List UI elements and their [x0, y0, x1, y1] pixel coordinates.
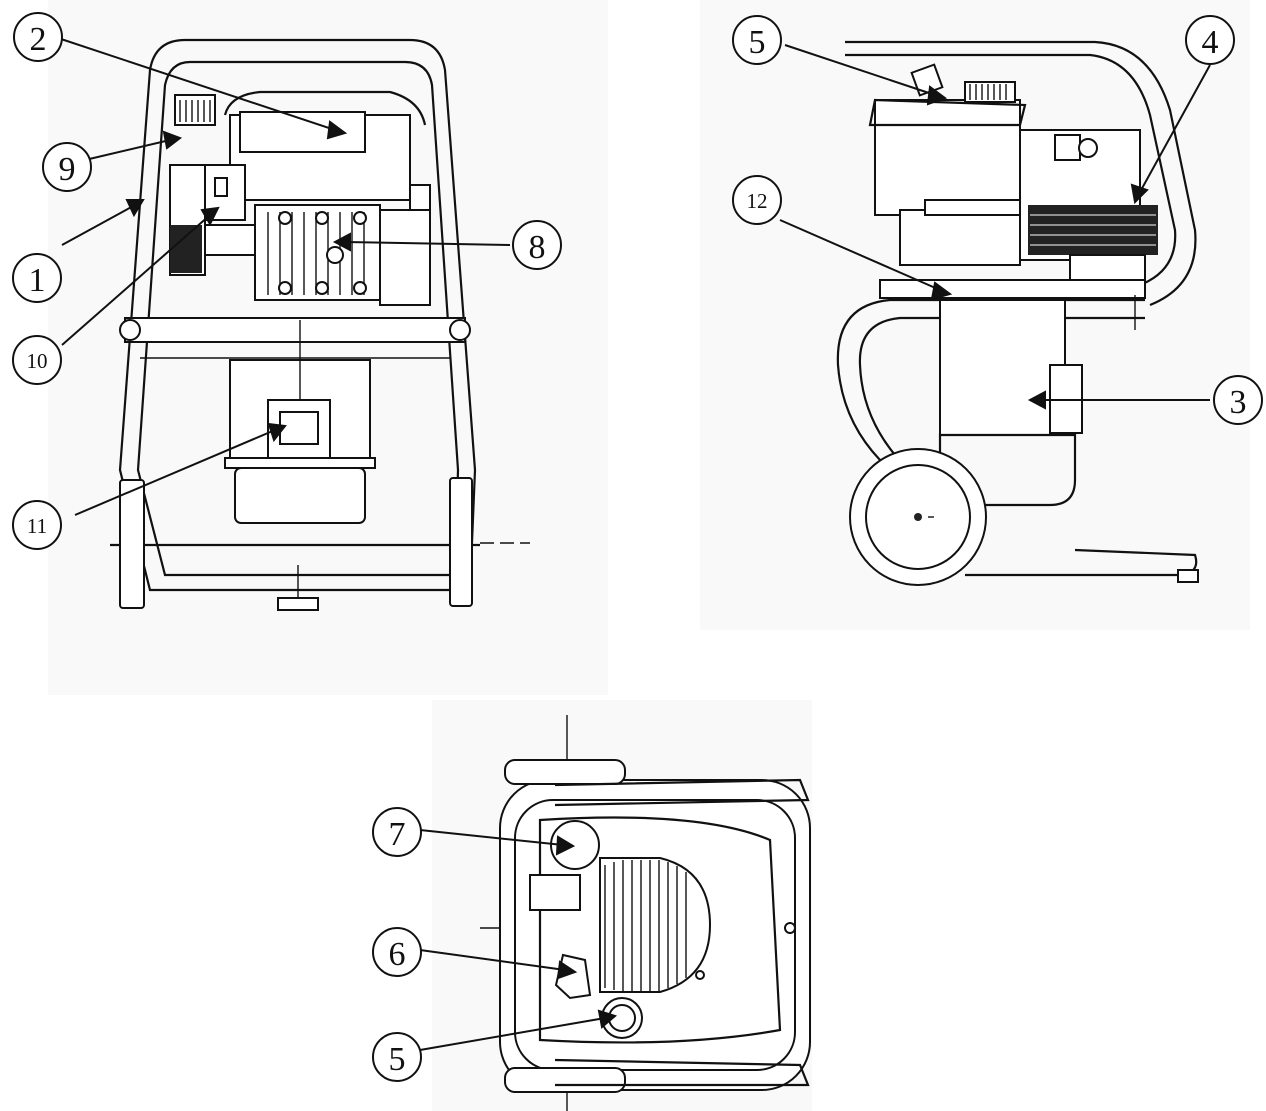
svg-text:4: 4 — [1202, 24, 1219, 61]
svg-text:9: 9 — [59, 151, 76, 188]
callout-6: 6 — [372, 927, 422, 977]
callout-10: 10 — [12, 335, 62, 385]
svg-text:5: 5 — [749, 24, 766, 61]
svg-text:5: 5 — [389, 1041, 406, 1078]
svg-text:12: 12 — [747, 189, 768, 213]
svg-text:6: 6 — [389, 936, 406, 973]
callout-4: 4 — [1185, 15, 1235, 65]
callout-7: 7 — [372, 807, 422, 857]
svg-text:3: 3 — [1230, 384, 1247, 421]
front-view-drawing — [110, 38, 530, 611]
callout-2: 2 — [13, 12, 63, 62]
side-view-drawing — [836, 40, 1199, 586]
leader-lines — [54, 36, 1211, 1051]
svg-text:10: 10 — [27, 349, 48, 373]
svg-text:11: 11 — [27, 514, 47, 538]
callout-12: 12 — [732, 175, 782, 225]
svg-text:7: 7 — [389, 816, 406, 853]
callout-5-side: 5 — [732, 15, 782, 65]
svg-text:1: 1 — [29, 262, 46, 299]
callout-5-top: 5 — [372, 1032, 422, 1082]
top-view-callouts: 7 6 5 — [372, 807, 422, 1082]
callout-8: 8 — [512, 220, 562, 270]
top-view-drawing — [480, 715, 811, 1111]
side-view-callouts: 5 4 12 3 — [732, 15, 1263, 425]
front-view-callouts: 2 9 1 10 8 11 — [12, 12, 562, 550]
callout-1: 1 — [12, 253, 62, 303]
svg-text:2: 2 — [30, 21, 47, 58]
callout-3: 3 — [1213, 375, 1263, 425]
callout-11: 11 — [12, 500, 62, 550]
svg-text:8: 8 — [529, 229, 546, 266]
callout-9: 9 — [42, 142, 92, 192]
